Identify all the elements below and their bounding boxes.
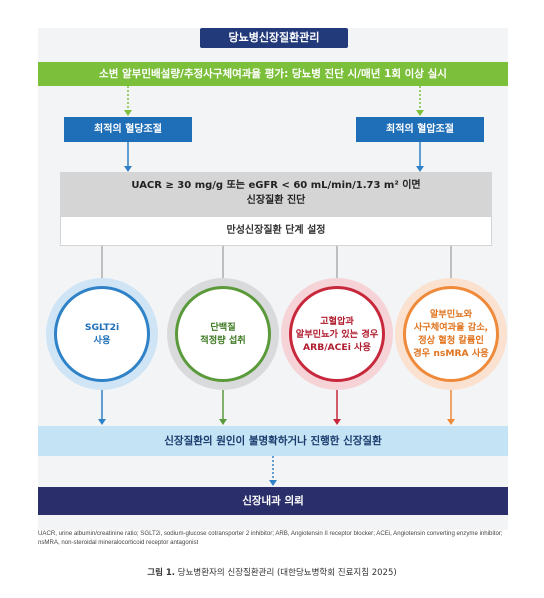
diagnosis-label: 신장질환 진단 [246, 195, 306, 206]
treatment-line: 알부민뇨가 있는 경우 [295, 328, 379, 340]
diagnosis-criteria: UACR ≥ 30 mg/g 또는 eGFR < 60 mL/min/1.73 … [131, 180, 421, 191]
treatment-line: 사구체여과율 감소, [413, 322, 489, 333]
staging-box: 만성신장질환 단계 설정 [60, 216, 492, 246]
treatment-line: 알부민뇨와 [429, 309, 473, 320]
diagnosis-box: UACR ≥ 30 mg/g 또는 eGFR < 60 mL/min/1.73 … [60, 172, 492, 216]
treatment-line: SGLT2i [84, 322, 120, 333]
treatment-line: 단백질 [210, 322, 236, 333]
treatment-arb-acei: 고혈압과 알부민뇨가 있는 경우 ARB/ACEi 사용 [289, 286, 385, 382]
treatment-line: 사용 [93, 335, 111, 346]
treatment-line: ARB/ACEi 사용 [303, 341, 371, 353]
caption-label: 그림 1. [147, 568, 176, 578]
treatment-line: 정상 혈청 칼륨인 [418, 335, 484, 346]
treatment-line: 고혈압과 [320, 315, 354, 327]
unclear-ckd-bar: 신장질환의 원인이 불명확하거나 진행한 신장질환 [38, 426, 508, 456]
nephrology-referral-bar: 신장내과 의뢰 [38, 487, 508, 515]
screening-bar: 소변 알부민배설량/추정사구체여과율 평가: 당뇨병 진단 시/매년 1회 이상… [38, 62, 508, 86]
treatment-nsmra: 알부민뇨와 사구체여과율 감소, 정상 혈청 칼륨인 경우 nsMRA 사용 [403, 286, 499, 382]
abbreviation-footnote: UACR, urine albumin/creatinine ratio; SG… [38, 530, 503, 546]
glucose-control-box: 최적의 혈당조절 [64, 117, 192, 142]
caption-text: 당뇨병환자의 신장질환관리 (대한당뇨병학회 진료지침 2025) [177, 568, 397, 578]
treatment-line: 적정량 섭취 [200, 335, 246, 346]
treatment-line: 경우 nsMRA 사용 [413, 348, 489, 359]
diagram-title: 당뇨병신장질환관리 [200, 28, 348, 48]
bp-control-box: 최적의 혈압조절 [356, 117, 484, 142]
treatment-protein: 단백질 적정량 섭취 [175, 286, 271, 382]
treatment-sglt2i: SGLT2i 사용 [54, 286, 150, 382]
figure-caption: 그림 1. 당뇨병환자의 신장질환관리 (대한당뇨병학회 진료지침 2025) [0, 566, 544, 578]
